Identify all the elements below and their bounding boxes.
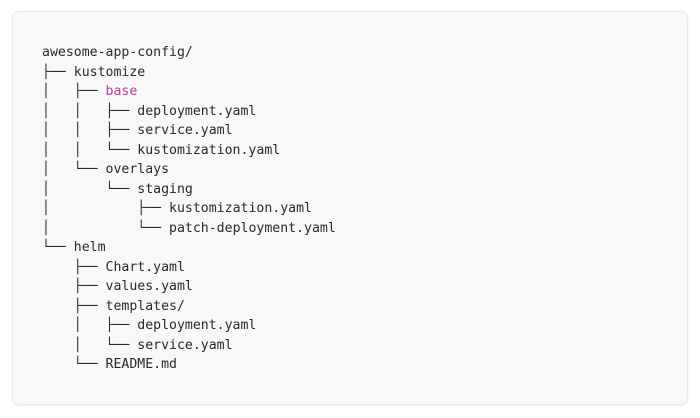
- tree-node-label[interactable]: overlays: [105, 162, 170, 177]
- tree-node-label[interactable]: Chart.yaml: [105, 259, 185, 275]
- tree-node-label[interactable]: kustomization.yaml: [137, 142, 281, 158]
- tree-node-label[interactable]: deployment.yaml: [137, 318, 257, 333]
- tree-row[interactable]: ├── templates/: [42, 297, 336, 317]
- tree-row[interactable]: │ ├── deployment.yaml: [42, 316, 336, 336]
- tree-branch-guide: ├──: [42, 259, 106, 275]
- tree-row[interactable]: ├── values.yaml: [42, 277, 336, 297]
- tree-branch-guide: ├──: [42, 279, 106, 294]
- tree-node-label[interactable]: helm: [73, 240, 106, 255]
- tree-row[interactable]: │ └── overlays: [42, 160, 336, 180]
- tree-branch-guide: │ └──: [42, 337, 138, 353]
- tree-row[interactable]: │ │ ├── deployment.yaml: [42, 102, 336, 122]
- tree-branch-guide: ├──: [42, 64, 74, 80]
- tree-branch-guide: │ ├──: [42, 84, 106, 99]
- tree-branch-guide: └──: [42, 240, 74, 255]
- tree-node-label[interactable]: service.yaml: [137, 123, 233, 138]
- tree-row[interactable]: ├── Chart.yaml: [42, 258, 336, 278]
- tree-row[interactable]: │ ├── base: [42, 82, 336, 102]
- tree-row[interactable]: └── helm: [42, 238, 336, 258]
- tree-branch-guide: │ ├──: [42, 318, 138, 333]
- tree-row[interactable]: awesome-app-config/: [42, 43, 336, 63]
- tree-node-label[interactable]: deployment.yaml: [137, 103, 257, 119]
- file-tree-card: awesome-app-config/├── kustomize│ ├── ba…: [12, 11, 688, 405]
- tree-branch-guide: ├──: [42, 298, 106, 314]
- tree-branch-guide: │ │ ├──: [42, 123, 138, 138]
- tree-node-label[interactable]: values.yaml: [105, 279, 193, 294]
- tree-node-label[interactable]: awesome-app-config/: [42, 45, 193, 60]
- tree-row[interactable]: ├── kustomize: [42, 63, 336, 83]
- tree-row[interactable]: │ └── staging: [42, 180, 336, 200]
- tree-branch-guide: └──: [42, 357, 106, 372]
- tree-row[interactable]: └── README.md: [42, 355, 336, 375]
- tree-node-label[interactable]: kustomize: [73, 64, 146, 80]
- tree-node-label[interactable]: kustomization.yaml: [169, 201, 312, 216]
- tree-node-label[interactable]: service.yaml: [137, 337, 233, 353]
- tree-node-label-highlighted[interactable]: base: [105, 84, 138, 99]
- tree-node-label[interactable]: patch-deployment.yaml: [169, 220, 336, 236]
- tree-node-label[interactable]: templates/: [105, 298, 185, 314]
- tree-node-label[interactable]: README.md: [105, 357, 177, 372]
- tree-branch-guide: │ └──: [42, 220, 170, 236]
- tree-row[interactable]: │ └── patch-deployment.yaml: [42, 219, 336, 239]
- tree-branch-guide: │ │ └──: [42, 142, 138, 158]
- tree-branch-guide: │ ├──: [42, 201, 170, 216]
- tree-branch-guide: │ └──: [42, 181, 138, 197]
- tree-row[interactable]: │ ├── kustomization.yaml: [42, 199, 336, 219]
- tree-row[interactable]: │ │ ├── service.yaml: [42, 121, 336, 141]
- tree-row[interactable]: │ │ └── kustomization.yaml: [42, 141, 336, 161]
- file-tree: awesome-app-config/├── kustomize│ ├── ba…: [42, 43, 336, 375]
- tree-branch-guide: │ └──: [42, 162, 106, 177]
- tree-node-label[interactable]: staging: [137, 181, 193, 197]
- tree-branch-guide: │ │ ├──: [42, 103, 138, 119]
- tree-row[interactable]: │ └── service.yaml: [42, 336, 336, 356]
